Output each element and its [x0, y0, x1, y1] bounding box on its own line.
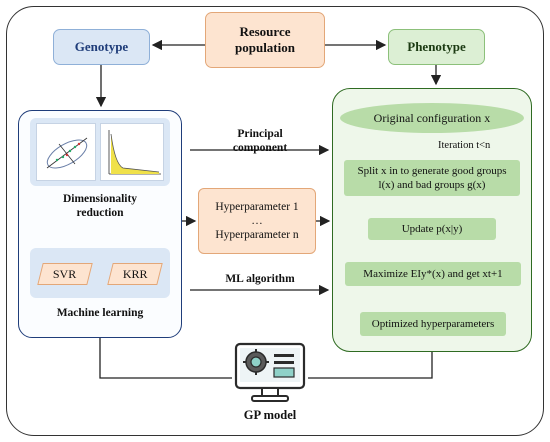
- update-box: Update p(x|y): [368, 218, 496, 240]
- variance-plot-illustration: [100, 123, 164, 181]
- gp-model-label: GP model: [243, 408, 297, 422]
- pca-illustration: [36, 123, 96, 181]
- genotype-label: Genotype: [74, 39, 129, 54]
- svr-box: SVR: [37, 263, 93, 285]
- genotype-box: Genotype: [53, 29, 150, 65]
- phenotype-box: Phenotype: [388, 29, 485, 65]
- hyperparameter-ellipsis: …: [251, 215, 263, 227]
- split-label-line1: Split x in to generate good groups: [357, 165, 507, 177]
- resource-label-line1: Resource: [239, 24, 291, 39]
- hyperparameter-n-label: Hyperparameter n: [215, 229, 299, 241]
- svr-label: SVR: [53, 266, 77, 281]
- dim-label-line2: reduction: [76, 207, 124, 219]
- line-left-to-gp: [99, 338, 232, 379]
- principal-component-label: Principal component: [200, 127, 320, 155]
- split-groups-box: Split x in to generate good groups l(x) …: [344, 160, 520, 196]
- gp-model-monitor-icon: [232, 340, 308, 404]
- machine-learning-label: Machine learning: [56, 307, 144, 319]
- pc-label-line2: component: [232, 142, 288, 154]
- ml-algorithm-label: ML algorithm: [225, 273, 295, 285]
- update-label: Update p(x|y): [401, 223, 463, 235]
- iteration-label: Iteration t<n: [438, 140, 491, 151]
- original-configuration-ellipse: Original configuration x: [340, 103, 524, 133]
- original-configuration-label: Original configuration x: [373, 110, 491, 125]
- optimized-hyperparameters-box: Optimized hyperparameters: [360, 312, 506, 336]
- split-label-line2: l(x) and bad groups g(x): [378, 179, 486, 191]
- resource-population-box: Resource population: [205, 12, 325, 68]
- hyperparameter-box: Hyperparameter 1 … Hyperparameter n: [198, 188, 316, 254]
- phenotype-label: Phenotype: [407, 39, 466, 54]
- pc-label-line1: Principal: [237, 128, 283, 140]
- outer-frame: [6, 6, 544, 436]
- dimensionality-reduction-label: Dimensionality reduction: [30, 192, 170, 220]
- maximize-box: Maximize EIy*(x) and get xt+1: [345, 262, 521, 286]
- dim-label-line1: Dimensionality: [62, 193, 138, 205]
- hyperparameter-1-label: Hyperparameter 1: [215, 201, 299, 213]
- resource-label-line2: population: [235, 40, 295, 55]
- maximize-label: Maximize EIy*(x) and get xt+1: [363, 268, 503, 280]
- optimized-label: Optimized hyperparameters: [371, 318, 495, 330]
- krr-box: KRR: [107, 263, 163, 285]
- krr-label: KRR: [122, 266, 148, 281]
- line-gp-to-right: [308, 352, 433, 379]
